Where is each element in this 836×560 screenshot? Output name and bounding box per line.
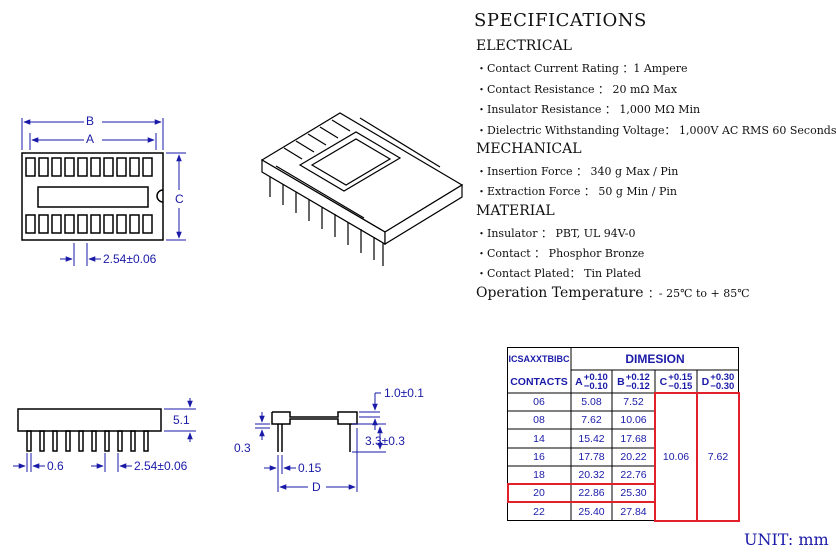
col-b-minus: −0.12: [625, 380, 650, 392]
table-cell-b: 10.06: [620, 414, 647, 426]
dim-end-bottom-label: 0.15: [298, 461, 322, 475]
dim-c-label: C: [175, 192, 184, 206]
end-view-dimensions: [255, 392, 386, 492]
material-item: ・Contact ： Phosphor Bronze: [476, 247, 645, 260]
table-cell-contacts: 16: [533, 451, 545, 463]
dim-pitch-top-label: 2.54±0.06: [103, 252, 157, 266]
isometric-pins: [269, 177, 384, 266]
isometric-view: [260, 112, 464, 266]
top-view-lower-pins: [25, 214, 153, 234]
mechanical-item: ・Extraction Force ： 50 g Min / Pin: [476, 185, 677, 198]
dim-height-label: 5.1: [173, 413, 190, 427]
table-model: ICSAXXTBIBC: [508, 353, 570, 364]
table-cell-contacts-highlighted: 20: [533, 487, 545, 499]
table-cell-contacts: 08: [533, 414, 545, 426]
col-c-letter: C: [659, 375, 668, 388]
electrical-item: ・Contact Resistance ： 20 mΩ Max: [476, 83, 678, 96]
table-cell-contacts: 06: [533, 396, 545, 408]
specifications-title: SPECIFICATIONS: [474, 10, 647, 31]
mechanical-heading: MECHANICAL: [476, 141, 582, 157]
material-item: ・Insulator ： PBT, UL 94V-0: [476, 227, 636, 240]
end-view: [271, 411, 358, 452]
col-c-plus: +0.15: [668, 371, 693, 383]
side-view-pins: [26, 430, 149, 452]
dimension-table: ICSAXXTBIBC DIMESION CONTACTS A +0.10−0.…: [507, 347, 740, 522]
table-cell-b: 17.68: [620, 432, 647, 445]
col-a-plus: +0.10: [583, 371, 608, 383]
operation-temperature-label: Operation Temperature: [476, 285, 644, 301]
table-highlight: [507, 392, 740, 522]
col-c-header: C +0.15−0.15: [655, 370, 697, 393]
table-cell-b: 7.52: [623, 396, 644, 408]
table-cell-b: 20.22: [620, 451, 647, 463]
col-a-minus: −0.10: [583, 380, 608, 392]
top-view-dimensions: [21, 118, 186, 266]
operation-temperature: Operation Temperature ：- 25℃ to + 85℃: [476, 285, 750, 301]
unit-label: UNIT: mm: [744, 530, 829, 549]
table-cell-b-highlighted: 25.30: [620, 487, 647, 499]
table-cell-b: 27.84: [620, 505, 647, 518]
side-view-dimensions: [13, 398, 196, 472]
table-contacts-header: CONTACTS: [510, 375, 568, 388]
table-cell-d-merged: 7.62: [707, 451, 729, 463]
table-cell-c-merged: 10.06: [662, 451, 690, 463]
dim-end-top-label: 1.0±0.1: [384, 386, 424, 400]
table-cell-a: 25.40: [578, 505, 605, 518]
operation-temperature-value: ：- 25℃ to + 85℃: [647, 287, 750, 300]
electrical-heading: ELECTRICAL: [476, 38, 572, 54]
col-a-letter: A: [575, 375, 583, 388]
col-b-header: B +0.12−0.12: [612, 370, 655, 393]
table-cell-contacts: 14: [533, 432, 545, 445]
electrical-item: ・Contact Current Rating ：1 Ampere: [476, 62, 688, 75]
side-view: [17, 408, 162, 452]
dim-end-right-label: 3.3±0.3: [365, 434, 405, 448]
table-cell-a: 5.08: [581, 396, 602, 408]
col-b-letter: B: [617, 375, 625, 388]
top-view-upper-pins: [25, 157, 153, 177]
table-cell-contacts: 18: [533, 469, 545, 481]
table-dimension-header: DIMESION: [625, 351, 685, 366]
material-heading: MATERIAL: [476, 203, 555, 219]
mechanical-item: ・Insertion Force ： 340 g Max / Pin: [476, 165, 679, 178]
dim-d-label: D: [312, 480, 321, 494]
col-d-header: D +0.30−0.30: [697, 370, 739, 393]
dimension-table-grid: [507, 347, 740, 522]
table-cell-a: 20.32: [578, 469, 605, 481]
dim-pin-width-label: 0.6: [47, 459, 64, 473]
table-cell-b: 22.76: [620, 469, 647, 481]
electrical-item: ・Dielectric Withstanding Voltage： 1,000V…: [476, 124, 836, 137]
col-d-letter: D: [701, 375, 710, 388]
dim-a-label: A: [86, 132, 95, 146]
col-d-minus: −0.30: [710, 380, 735, 392]
table-cell-contacts: 22: [533, 505, 545, 518]
col-a-header: A +0.10−0.10: [571, 370, 612, 393]
electrical-item: ・Insulator Resistance ： 1,000 MΩ Min: [476, 103, 701, 116]
col-b-plus: +0.12: [625, 371, 650, 383]
dim-pitch-side-label: 2.54±0.06: [134, 459, 188, 473]
table-cell-a: 15.42: [578, 432, 605, 445]
dim-end-left-label: 0.3: [234, 441, 251, 455]
table-cell-a: 7.62: [581, 414, 602, 426]
top-view-window: [37, 186, 149, 208]
table-cell-a-highlighted: 22.86: [578, 487, 605, 499]
dim-b-label: B: [86, 114, 95, 128]
col-c-minus: −0.15: [668, 380, 693, 392]
top-view: [21, 152, 164, 241]
material-item: ・Contact Plated： Tin Plated: [476, 267, 642, 280]
col-d-plus: +0.30: [710, 371, 735, 383]
table-cell-a: 17.78: [578, 451, 605, 463]
